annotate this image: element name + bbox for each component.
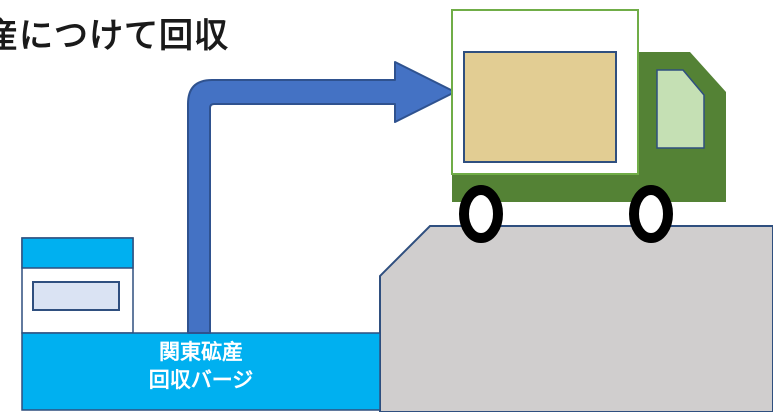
pier [379,225,773,412]
transfer-arrow [187,61,456,334]
barge-cabin-window [32,281,120,311]
barge-label: 関東砿産 回収バージ [22,338,380,394]
truck [451,9,726,243]
truck-cab-window [656,69,705,149]
barge-label-line1: 関東砿産 [159,340,243,364]
headline: 産につけて回収 [0,16,229,56]
truck-wheel-front [629,185,673,243]
cargo-box [463,51,617,163]
barge-label-line2: 回収バージ [148,368,254,392]
barge-hull [21,332,381,411]
barge-cabin [21,237,134,334]
truck-wheel-rear [459,185,503,243]
